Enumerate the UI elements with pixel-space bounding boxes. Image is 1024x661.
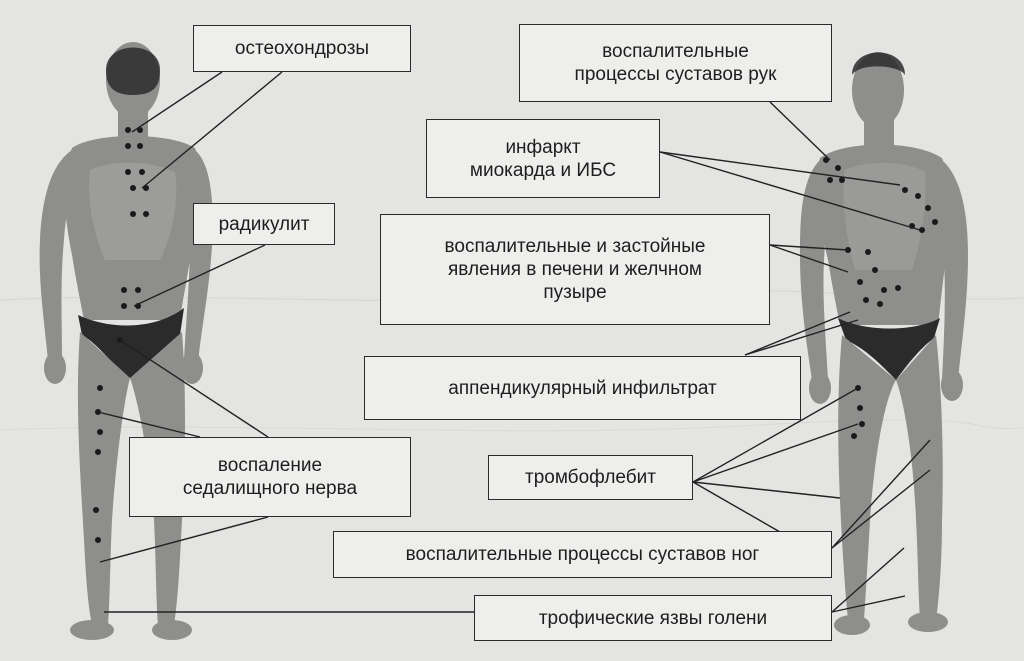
label-infarction: инфаркт миокарда и ИБС — [426, 119, 660, 198]
label-liver-gallbladder: воспалительные и застойные явления в печ… — [380, 214, 770, 325]
label-osteochondrosis: остеохондрозы — [193, 25, 411, 72]
label-thrombophlebitis: тромбофлебит — [488, 455, 693, 500]
leader-lines — [97, 71, 931, 613]
label-sciatic-nerve: воспаление седалищного нерва — [129, 437, 411, 517]
label-appendicular-infiltrate: аппендикулярный инфильтрат — [364, 356, 801, 420]
label-arm-joints: воспалительные процессы суставов рук — [519, 24, 832, 102]
front-view-figure — [800, 52, 968, 635]
label-trophic-ulcers: трофические язвы голени — [474, 595, 832, 641]
label-leg-joints: воспалительные процессы суставов ног — [333, 531, 832, 578]
label-radiculitis: радикулит — [193, 203, 335, 245]
